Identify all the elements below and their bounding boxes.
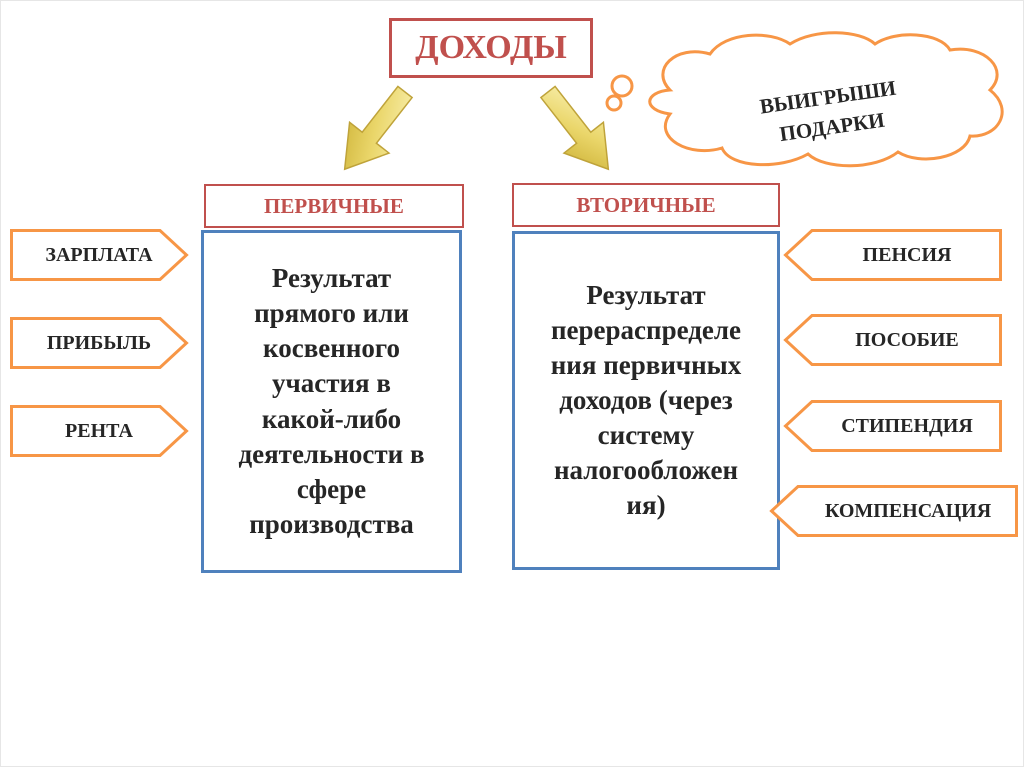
tag-rent: РЕНТА	[10, 405, 188, 457]
thought-cloud: ВЫИГРЫШИ ПОДАРКИ	[630, 30, 1024, 170]
tag-profit: ПРИБЫЛЬ	[10, 317, 188, 369]
tag-stipend: СТИПЕНДИЯ	[784, 400, 1002, 452]
primary-line: производства	[238, 507, 424, 542]
secondary-header: ВТОРИЧНЫЕ	[512, 183, 780, 227]
tag-pension: ПЕНСИЯ	[784, 229, 1002, 281]
tag-salary: ЗАРПЛАТА	[10, 229, 188, 281]
primary-line: прямого или	[238, 296, 424, 331]
tag-compensation: КОМПЕНСАЦИЯ	[770, 485, 1018, 537]
arrow-left	[325, 77, 425, 185]
tag-rent-label: РЕНТА	[10, 405, 202, 457]
primary-line: Результат	[238, 261, 424, 296]
secondary-description: Результат перераспределе ния первичных д…	[512, 231, 780, 570]
secondary-line: ия)	[551, 488, 742, 523]
primary-line: сфере	[238, 472, 424, 507]
cloud-bubble-small	[607, 96, 621, 110]
tag-stipend-label: СТИПЕНДИЯ	[784, 400, 1016, 452]
tag-compensation-label: КОМПЕНСАЦИЯ	[770, 485, 1024, 537]
tag-allowance: ПОСОБИЕ	[784, 314, 1002, 366]
primary-line: какой-либо	[238, 402, 424, 437]
primary-description: Результат прямого или косвенного участия…	[201, 230, 462, 573]
primary-line: участия в	[238, 366, 424, 401]
secondary-line: систему	[551, 418, 742, 453]
primary-header-text: ПЕРВИЧНЫЕ	[264, 194, 404, 219]
tag-pension-label: ПЕНСИЯ	[784, 229, 1016, 281]
cloud-bubble-large	[612, 76, 632, 96]
secondary-line: ния первичных	[551, 348, 742, 383]
tag-salary-label: ЗАРПЛАТА	[10, 229, 202, 281]
secondary-line: налогообложен	[551, 453, 742, 488]
secondary-line: перераспределе	[551, 313, 742, 348]
primary-header: ПЕРВИЧНЫЕ	[204, 184, 464, 228]
secondary-header-text: ВТОРИЧНЫЕ	[576, 193, 715, 218]
primary-line: деятельности в	[238, 437, 424, 472]
tag-allowance-label: ПОСОБИЕ	[784, 314, 1016, 366]
secondary-line: доходов (через	[551, 383, 742, 418]
tag-profit-label: ПРИБЫЛЬ	[10, 317, 202, 369]
secondary-line: Результат	[551, 278, 742, 313]
primary-line: косвенного	[238, 331, 424, 366]
